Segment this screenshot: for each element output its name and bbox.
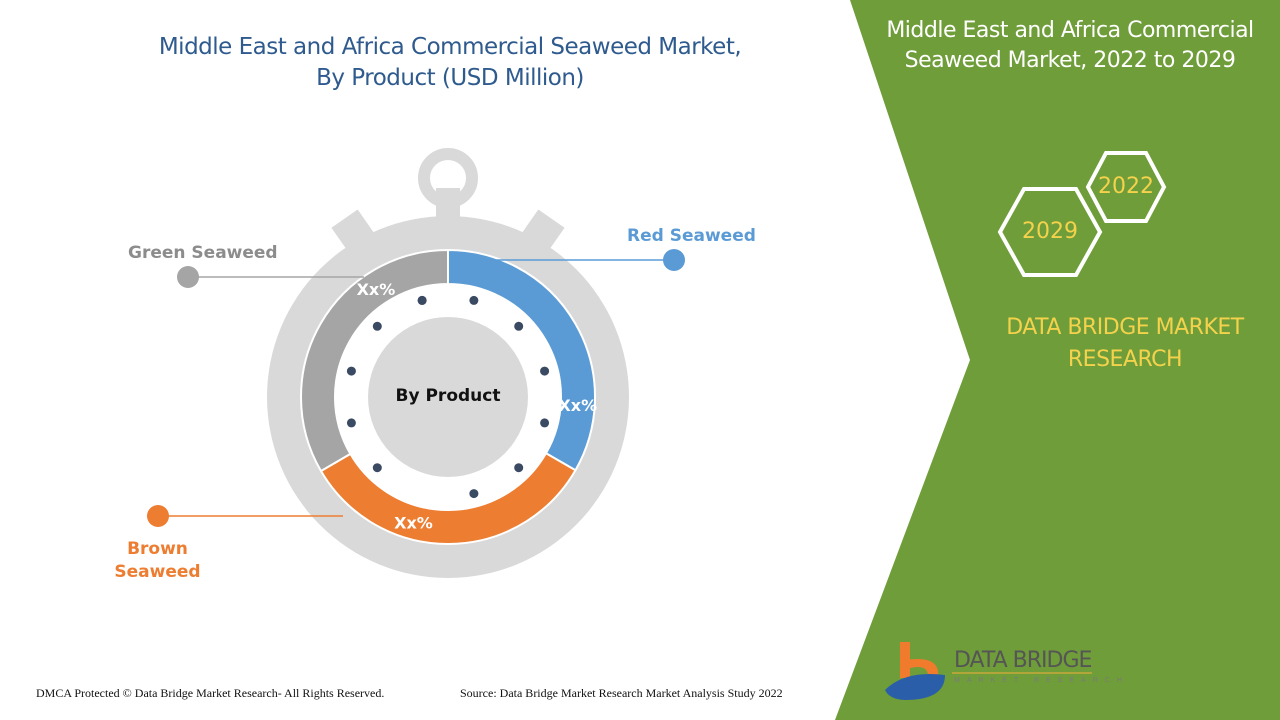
chart-title: Middle East and Africa Commercial Seawee… <box>120 32 780 94</box>
legend-brown-line-2: Seaweed <box>114 562 201 582</box>
tick-dot <box>514 321 524 331</box>
legend-red: Red Seaweed <box>627 226 756 246</box>
side-panel-title: Middle East and Africa Commercial Seawee… <box>870 16 1270 76</box>
side-title-line-1: Middle East and Africa Commercial <box>886 18 1254 43</box>
footer-source: Source: Data Bridge Market Research Mark… <box>460 686 783 700</box>
tick-dot <box>346 366 356 376</box>
side-panel <box>835 0 1280 720</box>
data-bridge-logo <box>885 642 1092 700</box>
hexagon-2029 <box>997 187 1103 277</box>
data-label: Xx% <box>357 280 396 299</box>
tick-dot <box>346 418 356 428</box>
title-line-2: By Product (USD Million) <box>316 65 584 91</box>
tick-dot <box>469 489 479 499</box>
logo-name: DATA BRIDGE <box>954 648 1092 673</box>
legend-brown-line-1: Brown <box>127 539 188 559</box>
data-label: Xx% <box>558 396 597 415</box>
data-label: Xx% <box>394 513 433 532</box>
footer-copyright: DMCA Protected © Data Bridge Market Rese… <box>36 686 385 700</box>
tick-dot <box>514 463 524 473</box>
tick-dot <box>540 366 550 376</box>
title-line-1: Middle East and Africa Commercial Seawee… <box>158 34 742 60</box>
donut-segment-green-seaweed <box>300 248 449 473</box>
green-marker <box>177 266 199 288</box>
legend-green: Green Seaweed <box>128 243 278 263</box>
donut-ring: Xx% Xx% Xx% <box>300 248 597 545</box>
logo-sub: MARKET RESEARCH <box>954 677 1129 684</box>
tick-dot <box>372 321 382 331</box>
side-title-line-2: Seaweed Market, 2022 to 2029 <box>904 48 1236 73</box>
tick-dot <box>417 295 427 305</box>
red-marker <box>663 249 685 271</box>
tick-dots <box>346 295 550 499</box>
legend-brown: Brown Seaweed <box>100 538 215 584</box>
center-label: By Product <box>395 386 501 406</box>
hexagon-2022 <box>1085 151 1167 223</box>
year-end: 2029 <box>1022 219 1078 244</box>
year-start: 2022 <box>1098 174 1154 199</box>
tick-dot <box>469 295 479 305</box>
tick-dot <box>540 418 550 428</box>
brand-line-1: DATA BRIDGE MARKET <box>1006 315 1244 340</box>
brand-text: DATA BRIDGE MARKET RESEARCH <box>980 312 1270 376</box>
brown-marker <box>147 505 169 527</box>
tick-dot <box>372 463 382 473</box>
brand-line-2: RESEARCH <box>1067 347 1183 372</box>
